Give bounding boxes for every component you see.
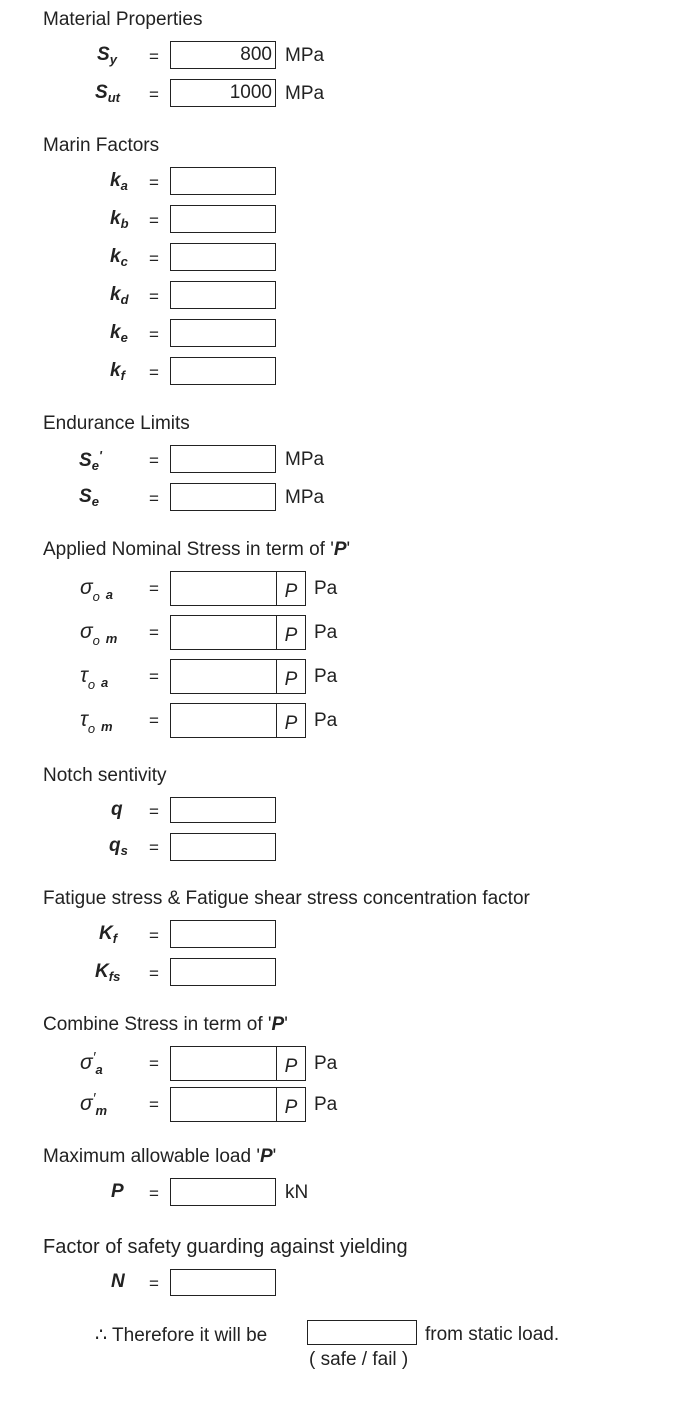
Kfs-input[interactable] xyxy=(170,958,276,986)
equals-sign: = xyxy=(149,1054,159,1073)
section-factor-of-safety: Factor of safety guarding against yieldi… xyxy=(43,1236,408,1258)
sigma-oa-unit: Pa xyxy=(314,578,338,599)
se-prime-unit: MPa xyxy=(285,449,325,470)
p-variable: P xyxy=(276,704,305,737)
q-symbol: q xyxy=(111,799,123,820)
equals-sign: = xyxy=(149,711,159,730)
kf-symbol: kf xyxy=(110,360,125,383)
equals-sign: = xyxy=(149,1095,159,1114)
kd-symbol: kd xyxy=(110,284,129,307)
equals-sign: = xyxy=(149,1184,159,1203)
sut-symbol: Sut xyxy=(95,82,120,105)
kc-input[interactable] xyxy=(170,243,276,271)
ka-symbol: ka xyxy=(110,170,128,193)
N-input[interactable] xyxy=(170,1269,276,1296)
sy-unit: MPa xyxy=(285,45,325,66)
p-variable: P xyxy=(276,1088,305,1121)
sigma-prime-m-symbol: σ′m xyxy=(80,1090,108,1118)
sigma-prime-a-field[interactable]: P xyxy=(170,1046,306,1081)
sigma-prime-a-unit: Pa xyxy=(314,1053,338,1074)
safe-fail-input[interactable] xyxy=(307,1320,417,1345)
sigma-prime-m-unit: Pa xyxy=(314,1094,338,1115)
ka-input[interactable] xyxy=(170,167,276,195)
kc-symbol: kc xyxy=(110,246,128,269)
sigma-om-field[interactable]: P xyxy=(170,615,306,650)
kf-input[interactable] xyxy=(170,357,276,385)
sy-input[interactable] xyxy=(170,41,276,69)
ke-symbol: ke xyxy=(110,322,128,345)
equals-sign: = xyxy=(149,211,159,230)
sut-input[interactable] xyxy=(170,79,276,107)
tau-om-unit: Pa xyxy=(314,710,338,731)
equals-sign: = xyxy=(149,249,159,268)
tau-oa-symbol: τo a xyxy=(80,664,109,692)
equals-sign: = xyxy=(149,964,159,983)
sigma-om-symbol: σo m xyxy=(80,620,118,648)
p-variable: P xyxy=(276,616,305,649)
section-nominal-stress: Applied Nominal Stress in term of 'P' xyxy=(43,539,351,560)
equals-sign: = xyxy=(149,325,159,344)
qs-symbol: qs xyxy=(109,835,128,858)
P-symbol: P xyxy=(111,1181,124,1202)
conclusion-suffix: from static load. xyxy=(425,1324,560,1345)
kb-input[interactable] xyxy=(170,205,276,233)
P-input[interactable] xyxy=(170,1178,276,1206)
tau-oa-unit: Pa xyxy=(314,666,338,687)
equals-sign: = xyxy=(149,489,159,508)
tau-oa-field[interactable]: P xyxy=(170,659,306,694)
se-unit: MPa xyxy=(285,487,325,508)
section-notch-sensitivity: Notch sentivity xyxy=(43,765,167,786)
equals-sign: = xyxy=(149,451,159,470)
ke-input[interactable] xyxy=(170,319,276,347)
section-endurance-limits: Endurance Limits xyxy=(43,413,190,434)
equals-sign: = xyxy=(149,667,159,686)
sigma-prime-a-symbol: σ′a xyxy=(80,1049,103,1077)
equals-sign: = xyxy=(149,363,159,382)
equals-sign: = xyxy=(149,623,159,642)
Kf-input[interactable] xyxy=(170,920,276,948)
equals-sign: = xyxy=(149,287,159,306)
sigma-oa-symbol: σo a xyxy=(80,576,113,604)
safe-fail-hint: ( safe / fail ) xyxy=(309,1349,409,1370)
section-max-load: Maximum allowable load 'P' xyxy=(43,1146,277,1167)
sigma-om-unit: Pa xyxy=(314,622,338,643)
equals-sign: = xyxy=(149,802,159,821)
sy-symbol: Sy xyxy=(97,44,117,67)
p-variable: P xyxy=(276,1047,305,1080)
se-input[interactable] xyxy=(170,483,276,511)
se-prime-symbol: Se' xyxy=(79,448,103,473)
tau-om-symbol: τo m xyxy=(80,708,113,736)
equals-sign: = xyxy=(149,47,159,66)
equals-sign: = xyxy=(149,926,159,945)
sigma-prime-m-field[interactable]: P xyxy=(170,1087,306,1122)
p-variable: P xyxy=(276,572,305,605)
section-material-properties: Material Properties xyxy=(43,9,203,30)
sigma-oa-field[interactable]: P xyxy=(170,571,306,606)
section-combine-stress: Combine Stress in term of 'P' xyxy=(43,1014,288,1035)
p-variable: P xyxy=(276,660,305,693)
N-symbol: N xyxy=(111,1271,125,1292)
q-input[interactable] xyxy=(170,797,276,823)
kd-input[interactable] xyxy=(170,281,276,309)
Kf-symbol: Kf xyxy=(99,923,118,946)
P-unit: kN xyxy=(285,1182,309,1203)
section-fatigue-factor: Fatigue stress & Fatigue shear stress co… xyxy=(43,888,530,909)
sut-unit: MPa xyxy=(285,83,325,104)
Kfs-symbol: Kfs xyxy=(95,961,121,984)
equals-sign: = xyxy=(149,579,159,598)
equals-sign: = xyxy=(149,1274,159,1293)
conclusion-prefix: ∴ Therefore it will be xyxy=(95,1325,268,1346)
kb-symbol: kb xyxy=(110,208,129,231)
section-marin-factors: Marin Factors xyxy=(43,135,160,156)
qs-input[interactable] xyxy=(170,833,276,861)
equals-sign: = xyxy=(149,85,159,104)
se-prime-input[interactable] xyxy=(170,445,276,473)
equals-sign: = xyxy=(149,173,159,192)
se-symbol: Se xyxy=(79,486,99,509)
tau-om-field[interactable]: P xyxy=(170,703,306,738)
equals-sign: = xyxy=(149,838,159,857)
